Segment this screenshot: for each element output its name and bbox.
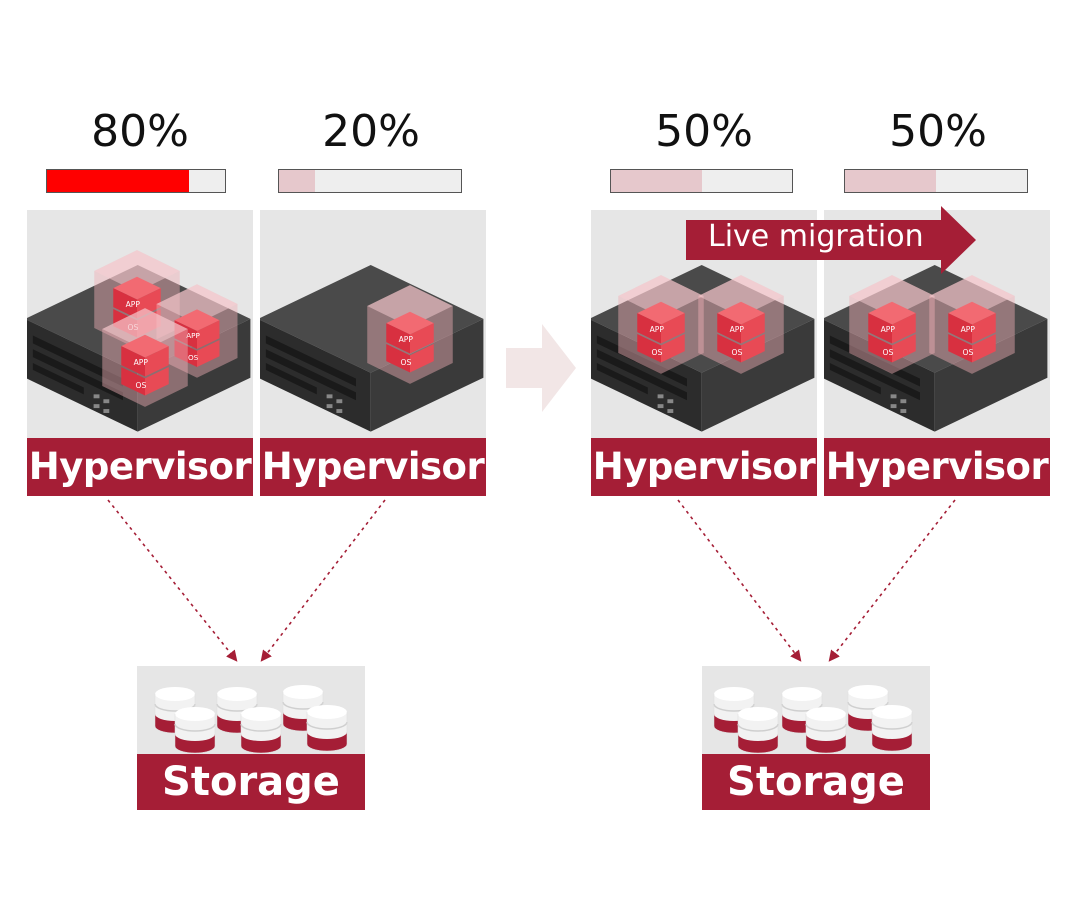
- storage-connectors: [677, 499, 956, 662]
- host-panel: Hypervisor: [27, 210, 253, 496]
- host-usage-bar: [610, 169, 793, 193]
- live-migration-arrow: [686, 206, 976, 274]
- hypervisor-label: Hypervisor: [591, 438, 817, 496]
- storage-connectors: [107, 499, 386, 662]
- host-usage-percent: 50%: [655, 106, 753, 157]
- arrow-right-icon: [506, 324, 576, 412]
- host-usage-percent: 50%: [889, 106, 987, 157]
- host-panel: Hypervisor: [260, 210, 486, 496]
- live-migration-label: Live migration: [708, 219, 924, 254]
- connector-arrow: [677, 499, 802, 662]
- host-usage-bar-fill: [845, 170, 936, 192]
- host-usage-percent: 80%: [91, 106, 189, 157]
- host-usage-bar: [844, 169, 1028, 193]
- host-usage-bar: [46, 169, 226, 193]
- hypervisor-label: Hypervisor: [824, 438, 1050, 496]
- hypervisor-label: Hypervisor: [27, 438, 253, 496]
- host-usage-percent: 20%: [322, 106, 420, 157]
- connector-arrow: [107, 499, 238, 662]
- connector-arrow: [260, 499, 386, 662]
- storage-panel: Storage: [137, 666, 365, 810]
- host-usage-bar: [278, 169, 462, 193]
- hypervisor-label: Hypervisor: [260, 438, 486, 496]
- storage-label: Storage: [702, 754, 930, 810]
- host-usage-bar-fill: [279, 170, 316, 192]
- storage-label: Storage: [137, 754, 365, 810]
- host-usage-bar-fill: [611, 170, 702, 192]
- storage-panel: Storage: [702, 666, 930, 810]
- connector-arrow: [828, 499, 956, 662]
- host-usage-bar-fill: [47, 170, 190, 192]
